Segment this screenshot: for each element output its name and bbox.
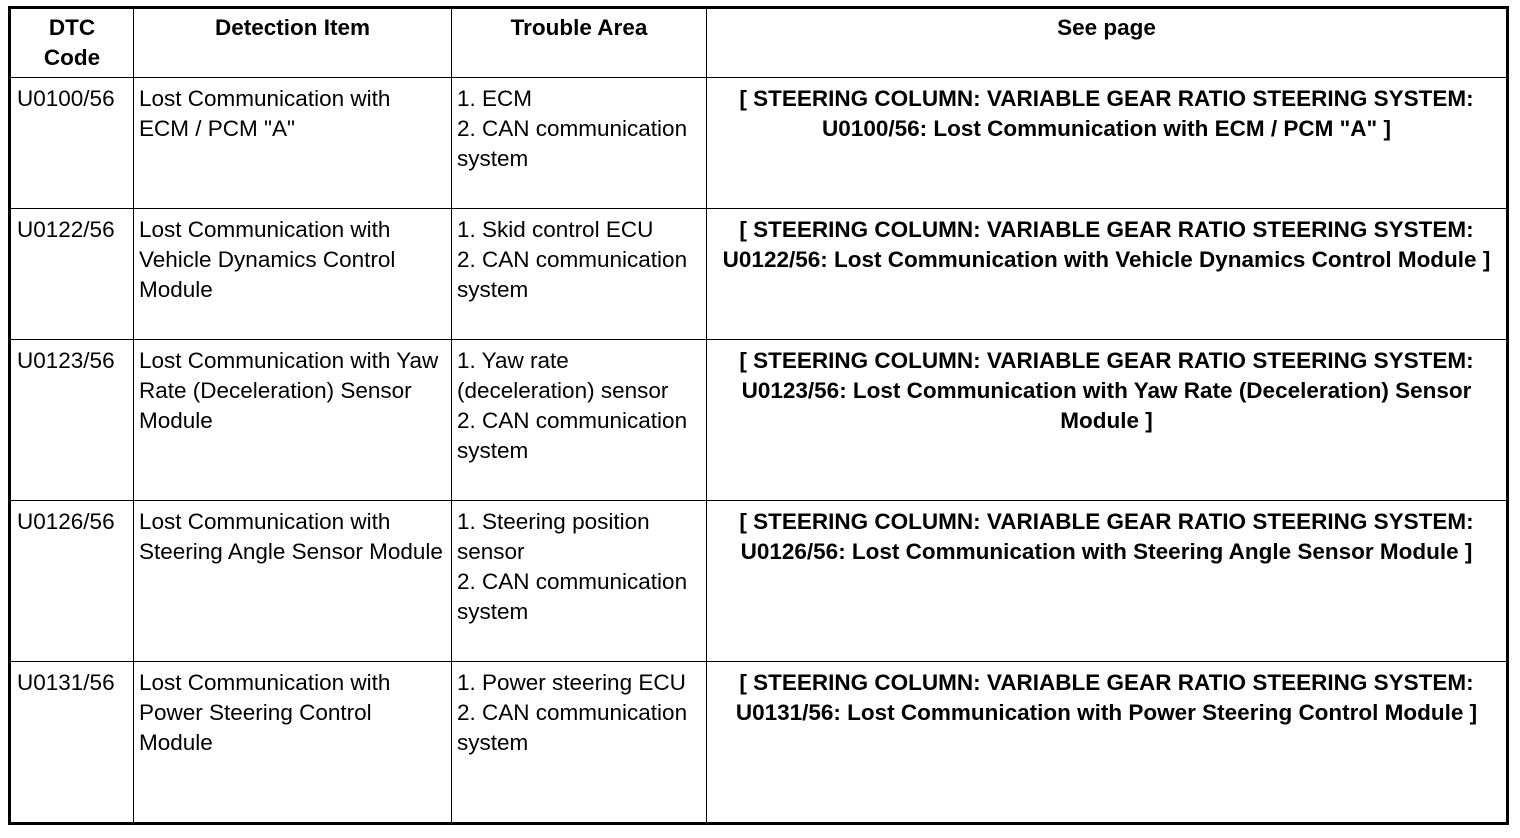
trouble-area-line: 1. ECM bbox=[457, 86, 533, 111]
trouble-area-line: 1. Skid control ECU bbox=[457, 217, 654, 242]
trouble-area-cell: 1. Power steering ECU 2. CAN communicati… bbox=[451, 661, 707, 824]
detection-item-cell: Lost Communication with Yaw Rate (Decele… bbox=[133, 339, 452, 501]
dtc-code-cell: U0100/56 bbox=[9, 77, 134, 209]
dtc-table: DTC Code Detection Item Trouble Area See… bbox=[8, 6, 1509, 825]
table-row: U0123/56 Lost Communication with Yaw Rat… bbox=[9, 339, 1508, 501]
header-detection-item: Detection Item bbox=[133, 7, 452, 78]
trouble-area-cell: 1. Steering position sensor 2. CAN commu… bbox=[451, 500, 707, 662]
trouble-area-line: 1. Steering position sensor bbox=[457, 509, 650, 564]
detection-item-cell: Lost Communication with Power Steering C… bbox=[133, 661, 452, 824]
detection-item-cell: Lost Communication with Vehicle Dynamics… bbox=[133, 208, 452, 340]
table-row: U0126/56 Lost Communication with Steerin… bbox=[9, 500, 1508, 662]
trouble-area-cell: 1. Yaw rate (deceleration) sensor 2. CAN… bbox=[451, 339, 707, 501]
trouble-area-line: 2. CAN communication system bbox=[457, 247, 688, 302]
trouble-area-cell: 1. ECM 2. CAN communication system bbox=[451, 77, 707, 209]
trouble-area-line: 1. Power steering ECU bbox=[457, 670, 686, 695]
trouble-area-line: 2. CAN communication system bbox=[457, 569, 688, 624]
dtc-code-cell: U0122/56 bbox=[9, 208, 134, 340]
dtc-code-cell: U0131/56 bbox=[9, 661, 134, 824]
see-page-link[interactable]: [ STEERING COLUMN: VARIABLE GEAR RATIO S… bbox=[706, 208, 1508, 340]
see-page-link[interactable]: [ STEERING COLUMN: VARIABLE GEAR RATIO S… bbox=[706, 77, 1508, 209]
header-see-page: See page bbox=[706, 7, 1508, 78]
header-dtc-code: DTC Code bbox=[9, 7, 134, 78]
detection-item-cell: Lost Communication with ECM / PCM "A" bbox=[133, 77, 452, 209]
table-row: U0100/56 Lost Communication with ECM / P… bbox=[9, 77, 1508, 209]
see-page-link[interactable]: [ STEERING COLUMN: VARIABLE GEAR RATIO S… bbox=[706, 661, 1508, 824]
header-trouble-area: Trouble Area bbox=[451, 7, 707, 78]
trouble-area-line: 1. Yaw rate (deceleration) sensor bbox=[457, 348, 669, 403]
detection-item-cell: Lost Communication with Steering Angle S… bbox=[133, 500, 452, 662]
table-row: U0122/56 Lost Communication with Vehicle… bbox=[9, 208, 1508, 340]
trouble-area-cell: 1. Skid control ECU 2. CAN communication… bbox=[451, 208, 707, 340]
table-row: U0131/56 Lost Communication with Power S… bbox=[9, 661, 1508, 824]
dtc-code-cell: U0126/56 bbox=[9, 500, 134, 662]
dtc-code-cell: U0123/56 bbox=[9, 339, 134, 501]
see-page-link[interactable]: [ STEERING COLUMN: VARIABLE GEAR RATIO S… bbox=[706, 339, 1508, 501]
trouble-area-line: 2. CAN communication system bbox=[457, 700, 688, 755]
header-row: DTC Code Detection Item Trouble Area See… bbox=[9, 7, 1508, 78]
trouble-area-line: 2. CAN communication system bbox=[457, 408, 688, 463]
trouble-area-line: 2. CAN communication system bbox=[457, 116, 688, 171]
see-page-link[interactable]: [ STEERING COLUMN: VARIABLE GEAR RATIO S… bbox=[706, 500, 1508, 662]
